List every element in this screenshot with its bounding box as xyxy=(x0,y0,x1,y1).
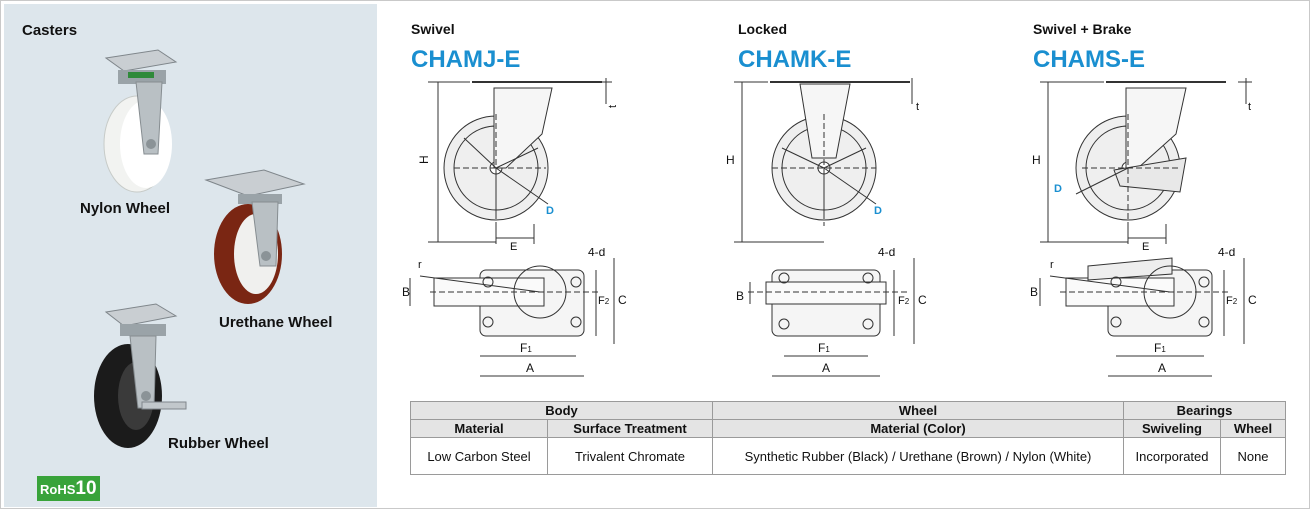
locked-label-t: t xyxy=(916,101,919,113)
label-a: A xyxy=(526,361,534,375)
header-surface-treatment: Surface Treatment xyxy=(547,419,713,438)
brake-label-b: B xyxy=(1030,285,1038,299)
rohs-badge: RoHS10 xyxy=(37,476,100,501)
locked-top-view-drawing: B 4-d C F2 F1 A xyxy=(736,248,927,377)
swivel-side-view-drawing: H t D E xyxy=(417,78,619,250)
locked-label-h: H xyxy=(726,153,735,167)
group-wheel: Wheel xyxy=(712,401,1124,420)
nylon-wheel-label: Nylon Wheel xyxy=(80,200,171,217)
table-row: Low Carbon Steel Trivalent Chromate Synt… xyxy=(410,437,1286,475)
locked-label-c: C xyxy=(918,293,927,307)
brake-label-r: r xyxy=(1050,259,1054,271)
variant-type-swivel-brake: Swivel + Brake xyxy=(1033,21,1132,37)
product-photo-panel: Casters Nylon Wheel Urethane Wheel Rubbe… xyxy=(4,4,377,507)
swivel-brake-top-view-drawing: B r 4-d C F2 F1 A xyxy=(1030,248,1257,377)
cell-wheel-material: Synthetic Rubber (Black) / Urethane (Bro… xyxy=(712,437,1124,475)
panel-title: Casters xyxy=(22,22,78,39)
locked-label-f2: F2 xyxy=(898,295,910,307)
header-material: Material xyxy=(410,419,548,438)
brake-label-h: H xyxy=(1032,153,1041,167)
variant-code-locked: CHAMK-E xyxy=(738,46,852,73)
rubber-wheel-label: Rubber Wheel xyxy=(168,435,269,452)
cell-swiveling: Incorporated xyxy=(1123,437,1221,475)
table-group-row: Body Wheel Bearings xyxy=(410,401,1286,420)
label-4d: 4-d xyxy=(588,248,605,259)
locked-label-d: D xyxy=(874,205,882,217)
swivel-top-view-drawing: B r 4-d C F2 F1 A xyxy=(402,248,627,377)
cell-body-material: Low Carbon Steel xyxy=(410,437,548,475)
locked-label-4d: 4-d xyxy=(878,248,895,259)
urethane-wheel-label: Urethane Wheel xyxy=(219,314,333,331)
header-wheel-material: Material (Color) xyxy=(712,419,1124,438)
group-bearings: Bearings xyxy=(1123,401,1286,420)
locked-side-view-drawing: H t D xyxy=(726,78,919,243)
cell-wheel-bearing: None xyxy=(1220,437,1286,475)
group-body: Body xyxy=(410,401,713,420)
cell-surface-treatment: Trivalent Chromate xyxy=(547,437,713,475)
swivel-brake-side-view-drawing: H t D E xyxy=(1032,78,1252,250)
specification-table: Body Wheel Bearings Material Surface Tre… xyxy=(410,401,1286,475)
label-e: E xyxy=(510,241,517,250)
rohs-number: 10 xyxy=(75,478,97,499)
locked-label-b: B xyxy=(736,289,744,303)
locked-label-f1: F1 xyxy=(818,341,830,355)
label-c: C xyxy=(618,293,627,307)
brake-label-e: E xyxy=(1142,241,1149,250)
rubber-caster-image xyxy=(94,303,187,448)
label-d: D xyxy=(546,205,554,217)
rohs-prefix: RoHS xyxy=(40,482,76,497)
label-f2: F2 xyxy=(598,295,610,307)
urethane-caster-image xyxy=(204,169,306,304)
header-swiveling: Swiveling xyxy=(1123,419,1221,438)
header-wheel-bearing: Wheel xyxy=(1220,419,1286,438)
label-f1: F1 xyxy=(520,341,532,355)
brake-label-4d: 4-d xyxy=(1218,248,1235,259)
brake-label-f1: F1 xyxy=(1154,341,1166,355)
nylon-caster-image xyxy=(103,49,178,193)
variant-type-swivel: Swivel xyxy=(411,21,455,37)
brake-label-t: t xyxy=(1248,101,1251,113)
label-r: r xyxy=(418,259,422,271)
brake-label-d: D xyxy=(1054,183,1062,195)
label-t: t xyxy=(607,105,619,108)
variant-code-swivel: CHAMJ-E xyxy=(411,46,521,73)
locked-label-a: A xyxy=(822,361,830,375)
variant-code-swivel-brake: CHAMS-E xyxy=(1033,46,1145,73)
brake-label-c: C xyxy=(1248,293,1257,307)
label-h: H xyxy=(417,155,431,164)
variant-type-locked: Locked xyxy=(738,21,788,37)
brake-label-f2: F2 xyxy=(1226,295,1238,307)
brake-label-a: A xyxy=(1158,361,1166,375)
label-b: B xyxy=(402,285,410,299)
table-header-row: Material Surface Treatment Material (Col… xyxy=(410,419,1286,438)
